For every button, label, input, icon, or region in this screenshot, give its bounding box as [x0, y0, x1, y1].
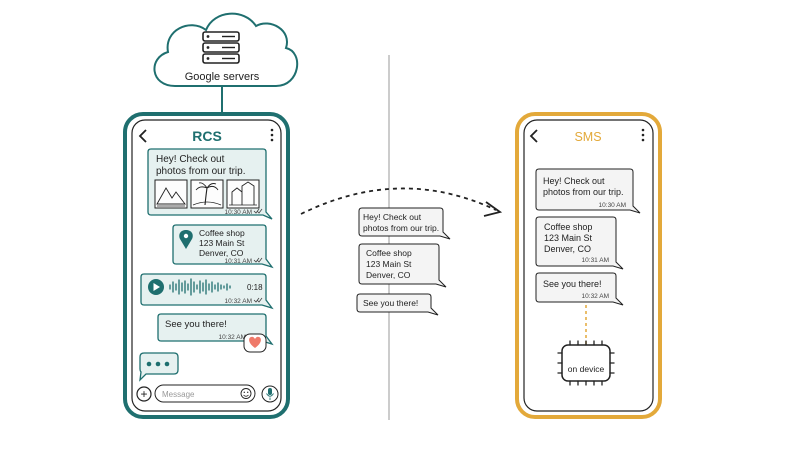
message-input[interactable]: Message [154, 384, 256, 403]
rcs-photo-time: 10:30 AM [225, 209, 252, 216]
add-attachment-button[interactable]: + [136, 386, 152, 402]
read-receipt-icon [253, 208, 263, 214]
rcs-voice-message[interactable]: 0:18 10:32 AM [140, 273, 274, 310]
sms-message-1-line-1: Hey! Check out [543, 176, 605, 186]
sms-message-3-line-1: See you there! [543, 279, 602, 289]
middle-message-2-line-2: 123 Main St [366, 259, 412, 269]
plus-icon: + [140, 387, 147, 401]
chip-label: on device [568, 364, 605, 374]
sms-message-1-line-2: photos from our trip. [543, 187, 624, 197]
rcs-location-line-1: Coffee shop [199, 228, 245, 238]
sms-title: SMS [574, 130, 601, 144]
voice-duration: 0:18 [247, 283, 263, 292]
middle-message-1-line-2: photos from our trip. [363, 223, 439, 233]
rcs-reply-text: See you there! [165, 319, 227, 330]
rcs-photo-message[interactable]: Hey! Check out photos from our trip. 10:… [147, 148, 273, 220]
microphone-button[interactable] [261, 385, 279, 403]
middle-message-3: See you there! [356, 293, 439, 316]
rcs-location-time: 10:31 AM [225, 258, 252, 265]
sms-message-3-time: 10:32 AM [582, 293, 609, 300]
rcs-location-message[interactable]: Coffee shop 123 Main St Denver, CO 10:31… [172, 224, 274, 269]
sms-message-1[interactable]: Hey! Check out photos from our trip. 10:… [535, 168, 641, 214]
fallback-arrowhead [483, 201, 503, 217]
middle-message-1-line-1: Hey! Check out [363, 212, 422, 222]
back-arrow-icon[interactable] [529, 129, 538, 143]
photo-mountain-thumbnail[interactable] [154, 179, 188, 209]
sms-message-1-time: 10:30 AM [599, 202, 626, 209]
middle-message-2-line-3: Denver, CO [366, 270, 411, 280]
read-receipt-icon [253, 257, 263, 263]
message-placeholder: Message [162, 390, 195, 399]
map-pin-icon [179, 230, 193, 249]
rcs-photo-line-1: Hey! Check out [156, 154, 225, 165]
more-options-icon[interactable] [270, 128, 274, 142]
rcs-title: RCS [192, 128, 222, 144]
sms-phone: SMS Hey! Check out photos from our trip.… [515, 112, 662, 419]
chip-icon: on device [557, 340, 615, 386]
heart-reaction-icon[interactable] [243, 333, 267, 353]
rcs-phone: RCS Hey! Check out photos from our trip. [123, 112, 290, 419]
rcs-reply-time: 10:32 AM [219, 334, 246, 341]
rcs-reply-message[interactable]: See you there! 10:32 AM [157, 313, 274, 353]
middle-message-2-line-1: Coffee shop [366, 248, 412, 258]
more-options-icon[interactable] [641, 128, 645, 142]
middle-message-2: Coffee shop 123 Main St Denver, CO [358, 243, 447, 288]
fallback-arrow [300, 187, 497, 215]
emoji-icon[interactable] [240, 388, 252, 399]
audio-waveform [169, 278, 231, 296]
cloud-label: Google servers [185, 71, 260, 83]
typing-indicator [139, 352, 179, 382]
photo-building-thumbnail[interactable] [226, 179, 260, 209]
sms-message-2[interactable]: Coffee shop 123 Main St Denver, CO 10:31… [535, 216, 624, 270]
server-icon [202, 31, 240, 64]
google-servers-cloud: Google servers [153, 12, 299, 114]
sms-message-2-time: 10:31 AM [582, 257, 609, 264]
rcs-location-line-3: Denver, CO [199, 248, 244, 258]
rcs-photo-line-2: photos from our trip. [156, 166, 245, 177]
photo-palm-thumbnail[interactable] [190, 179, 224, 209]
read-receipt-icon [253, 297, 263, 303]
rcs-voice-time: 10:32 AM [225, 298, 252, 305]
back-arrow-icon[interactable] [138, 129, 147, 143]
rcs-location-line-2: 123 Main St [199, 238, 245, 248]
middle-message-3-line-1: See you there! [363, 298, 418, 308]
sms-message-3[interactable]: See you there! 10:32 AM [535, 272, 624, 306]
sms-message-2-line-2: 123 Main St [544, 233, 593, 243]
play-button[interactable] [148, 279, 164, 295]
sms-message-2-line-3: Denver, CO [544, 244, 591, 254]
sms-message-2-line-1: Coffee shop [544, 222, 592, 232]
middle-message-1: Hey! Check out photos from our trip. [358, 207, 451, 240]
